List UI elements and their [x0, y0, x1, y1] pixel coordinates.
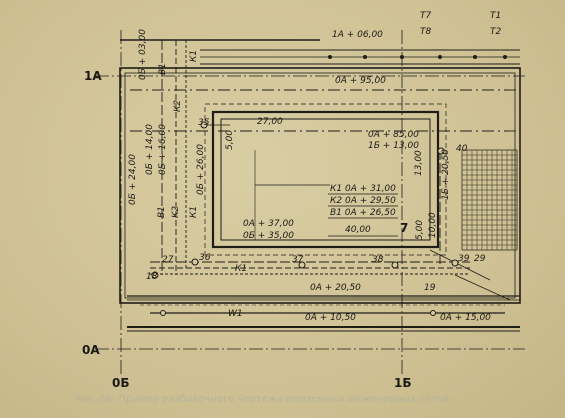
- elev-0a-20: 0А + 20,50: [310, 283, 361, 293]
- dim-10: 10,00: [428, 212, 438, 238]
- node-27: 27: [162, 255, 174, 265]
- elev-0b-14: 0Б + 14,00: [145, 124, 155, 175]
- pipe-label-k2: К2: [173, 100, 183, 112]
- hatch-grid: [461, 149, 518, 251]
- truss-label-t2: Т2: [490, 27, 501, 37]
- pipe-label-k2b: К2: [171, 206, 181, 218]
- pipe-label-k1c: К1: [189, 206, 199, 218]
- node-29: 29: [474, 254, 486, 264]
- dim-5: 5,00: [225, 130, 235, 150]
- elev-1b-20: 1Б + 20,50: [441, 149, 451, 200]
- dim-13: 13,00: [414, 150, 424, 176]
- elev-1a-06: 1А + 06,00: [332, 30, 383, 40]
- truss-label-t8: Т8: [420, 27, 431, 37]
- axis-label-0a: 0A: [82, 343, 100, 357]
- elev-0b-03: 0Б + 03,00: [138, 29, 148, 80]
- table-row-length: 40,00: [345, 225, 371, 235]
- crane-rail: [130, 89, 520, 132]
- node-39: 39: [458, 254, 470, 264]
- pipe-label-k1: К1: [189, 50, 199, 62]
- axis-label-0b: 0Б: [112, 376, 130, 390]
- node-35: 35: [198, 118, 210, 128]
- figure-caption: Рис. 68. Пример разбивочного чертежа под…: [75, 394, 449, 405]
- node-7: 7: [400, 221, 408, 235]
- node-18: 18: [146, 272, 158, 282]
- truss-label-t1: Т1: [490, 11, 501, 21]
- pipe-label-b1: В1: [158, 63, 168, 75]
- pipe-label-b1b: В1: [157, 206, 167, 218]
- node-40: 40: [456, 144, 468, 154]
- dim-5b: 5,00: [415, 220, 425, 240]
- elev-0a-85: 0А + 85,00: [368, 130, 419, 140]
- elev-0a-95: 0А + 95,00: [335, 76, 386, 86]
- pipe-label-w1: W1: [228, 309, 243, 319]
- table-row-k2: К2 0А + 29,50: [330, 196, 396, 206]
- node-37: 37: [292, 255, 304, 265]
- grid-axes: [95, 30, 525, 375]
- elev-0b-35: 0Б + 35,00: [243, 231, 294, 241]
- foundation-pit: [204, 103, 447, 256]
- elevation-table: [328, 193, 398, 237]
- elev-0b-26: 0Б + 26,00: [196, 144, 206, 195]
- elev-0a-37: 0А + 37,00: [243, 219, 294, 229]
- pipe-label-k1-bottom: К1: [235, 264, 247, 274]
- elev-0a-10: 0А + 10,50: [305, 313, 356, 323]
- table-row-b1: В1 0А + 26,50: [330, 208, 396, 218]
- node-19: 19: [424, 283, 436, 293]
- elev-1b-13: 1Б + 13,00: [368, 141, 419, 151]
- elev-0b-16: 0Б + 16,00: [158, 124, 168, 175]
- node-36: 36: [199, 253, 211, 263]
- dim-27: 27,00: [257, 117, 283, 127]
- truss-label-t7: Т7: [420, 11, 431, 21]
- node-38: 38: [372, 255, 384, 265]
- manholes: [151, 121, 459, 316]
- axis-label-1b: 1Б: [394, 376, 412, 390]
- building-outline: [119, 67, 521, 304]
- axis-label-1a: 1A: [84, 69, 102, 83]
- pipe-network: [140, 40, 511, 314]
- truss-markers: [328, 55, 507, 59]
- elev-0a-15: 0А + 15,00: [440, 313, 491, 323]
- elev-0b-24: 0Б + 24,00: [128, 154, 138, 205]
- table-row-k1: К1 0А + 31,00: [330, 184, 396, 194]
- top-crane-track: [120, 39, 520, 65]
- bottom-rail: [127, 326, 520, 332]
